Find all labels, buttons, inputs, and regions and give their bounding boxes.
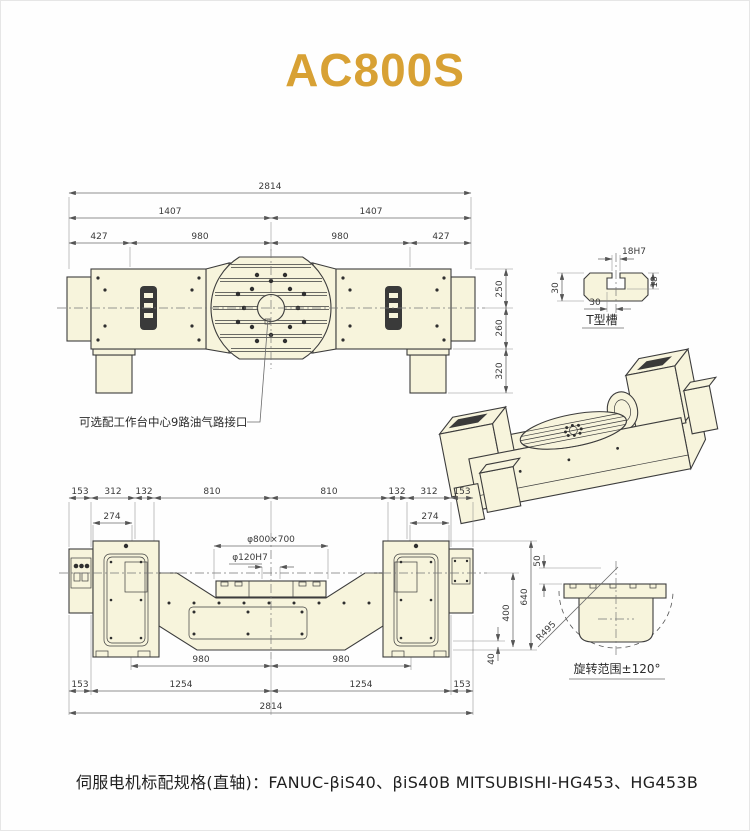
tslot-dim-top: 18H7 bbox=[622, 247, 646, 257]
dim-side-3: 320 bbox=[495, 362, 505, 379]
isometric-view bbox=[438, 347, 719, 525]
dim-half-left: 1407 bbox=[159, 207, 182, 217]
tslot-dim-right: 18 bbox=[650, 276, 660, 288]
tslot-detail: 18H7 30 30 18 T型槽 bbox=[551, 247, 660, 329]
fv-dim-r4-1: 153 bbox=[71, 680, 88, 690]
top-view-dimension-lines bbox=[68, 190, 509, 394]
center-port-note: 可选配工作台中心9路油气路接口 bbox=[79, 415, 247, 429]
tslot-dim-bottom: 30 bbox=[589, 298, 601, 308]
front-view: 153 312 132 810 810 132 312 153 274 274 … bbox=[59, 487, 537, 716]
top-view-extension-lines bbox=[68, 197, 513, 394]
fv-dim-r4-4: 153 bbox=[453, 680, 470, 690]
fv-dim-980-left: 980 bbox=[192, 655, 209, 665]
front-view-body bbox=[59, 533, 487, 659]
fv-dim-r4-3: 1254 bbox=[350, 680, 373, 690]
front-view-dimension-lines bbox=[68, 495, 534, 716]
fv-dim-640: 640 bbox=[520, 588, 530, 605]
rot-dim-50: 50 bbox=[533, 555, 543, 567]
fv-dim-bore-dia: φ120H7 bbox=[232, 553, 268, 563]
fv-dim-r1-3: 132 bbox=[135, 487, 152, 497]
rotation-detail: 50 R495 旋转范围±120° bbox=[533, 555, 674, 680]
fv-dim-r1-8: 153 bbox=[453, 487, 470, 497]
rot-dim-r495: R495 bbox=[535, 620, 559, 644]
fv-dim-table-dia: φ800×700 bbox=[247, 535, 295, 545]
top-view-body bbox=[57, 249, 485, 394]
fv-dim-274-left: 274 bbox=[103, 512, 120, 522]
page-title: AC800S bbox=[285, 44, 465, 96]
top-view: 可选配工作台中心9路油气路接口 2814 1407 1407 427 980 9… bbox=[57, 182, 513, 429]
fv-dim-400: 400 bbox=[502, 604, 512, 621]
fv-dim-r1-7: 312 bbox=[420, 487, 437, 497]
dim-half-right: 1407 bbox=[360, 207, 383, 217]
fv-dim-40: 40 bbox=[487, 653, 497, 665]
fv-dim-total: 2814 bbox=[260, 702, 283, 712]
dim-side-1: 250 bbox=[495, 280, 505, 297]
tslot-caption: T型槽 bbox=[585, 313, 617, 327]
fv-dim-274-right: 274 bbox=[421, 512, 438, 522]
servo-motor-spec: 伺服电机标配规格(直轴)：FANUC-βiS40、βiS40B MITSUBIS… bbox=[76, 773, 699, 792]
dim-seg-4: 427 bbox=[432, 232, 449, 242]
fv-dim-r1-6: 132 bbox=[388, 487, 405, 497]
fv-dim-r1-1: 153 bbox=[71, 487, 88, 497]
dim-total-width: 2814 bbox=[259, 182, 282, 192]
dim-side-2: 260 bbox=[495, 319, 505, 336]
dim-seg-3: 980 bbox=[331, 232, 348, 242]
fv-dim-r1-2: 312 bbox=[104, 487, 121, 497]
fv-dim-r4-2: 1254 bbox=[170, 680, 193, 690]
rotation-caption: 旋转范围±120° bbox=[574, 661, 661, 676]
fv-dim-r1-5: 810 bbox=[320, 487, 337, 497]
fv-dim-r1-4: 810 bbox=[203, 487, 220, 497]
tslot-dimension-lines bbox=[559, 256, 656, 312]
fv-dim-980-right: 980 bbox=[332, 655, 349, 665]
note-leader-line bbox=[247, 318, 269, 423]
radius-leader bbox=[537, 566, 619, 648]
front-view-extension-lines bbox=[68, 501, 537, 715]
dim-seg-1: 427 bbox=[90, 232, 107, 242]
dim-seg-2: 980 bbox=[191, 232, 208, 242]
tslot-dim-left: 30 bbox=[551, 282, 561, 294]
